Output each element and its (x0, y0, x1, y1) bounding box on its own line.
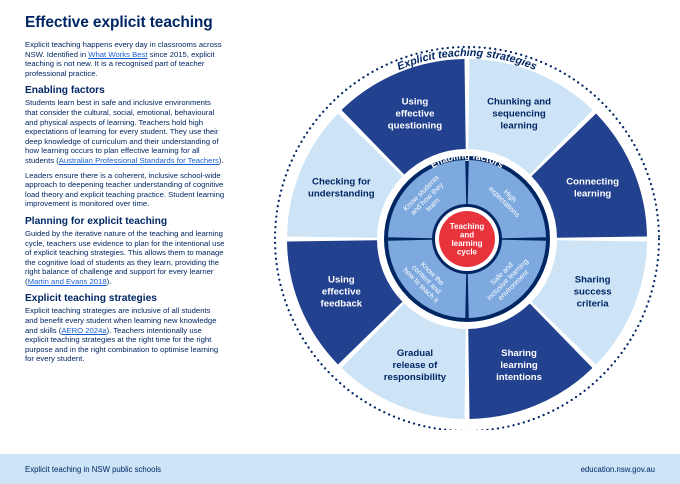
strategies-heading: Explicit teaching strategies (25, 293, 157, 305)
planning-paragraph: Guided by the iterative nature of the te… (25, 228, 225, 286)
enabling-factors-paragraph: Students learn best in safe and inclusiv… (25, 98, 224, 165)
factor-safe-and-inclusive-learning-environment[interactable] (467, 239, 546, 318)
segment-using-effective-feedback[interactable] (287, 240, 403, 365)
planning-heading: Planning for explicit teaching (25, 215, 168, 227)
aero-link[interactable]: AERO 2024a (61, 325, 107, 335)
factor-know-the-content-and-how-to-teach-it[interactable] (388, 239, 467, 318)
footer-title: Explicit teaching in NSW public schools (25, 464, 162, 474)
segment-sharing-success-criteria[interactable] (531, 240, 647, 365)
martin-evans-link[interactable]: Martin and Evans 2018 (27, 276, 107, 286)
segment-using-effective-questioning[interactable] (341, 59, 466, 175)
what-works-best-link[interactable]: What Works Best (88, 49, 148, 59)
strategies-paragraph: Explicit teaching strategies are inclusi… (25, 306, 219, 364)
segment-gradual-release-of-responsibility[interactable] (341, 303, 466, 419)
factor-high-expectations[interactable] (467, 160, 546, 239)
leaders-paragraph: Leaders ensure there is a coherent, incl… (25, 170, 225, 209)
factor-know-students-and-how-they-learn[interactable] (388, 160, 467, 239)
teaching-learning-cycle-circle (439, 211, 495, 267)
professional-standards-link[interactable]: Australian Professional Standards for Te… (58, 155, 219, 165)
intro-paragraph: Explicit teaching happens every day in c… (25, 40, 222, 78)
footer-website[interactable]: education.nsw.gov.au (580, 464, 655, 474)
segment-chunking-and-sequencing-learning[interactable] (468, 59, 593, 175)
footer-bar: Explicit teaching in NSW public schools … (0, 454, 680, 484)
enabling-factors-heading: Enabling factors (25, 85, 105, 97)
segment-connecting-learning[interactable] (531, 113, 647, 238)
page-title: Effective explicit teaching (25, 14, 213, 31)
left-column: Effective explicit teaching Explicit tea… (25, 14, 225, 369)
segment-checking-for-understanding[interactable] (287, 113, 403, 238)
segment-sharing-learning-intentions[interactable] (468, 303, 593, 419)
